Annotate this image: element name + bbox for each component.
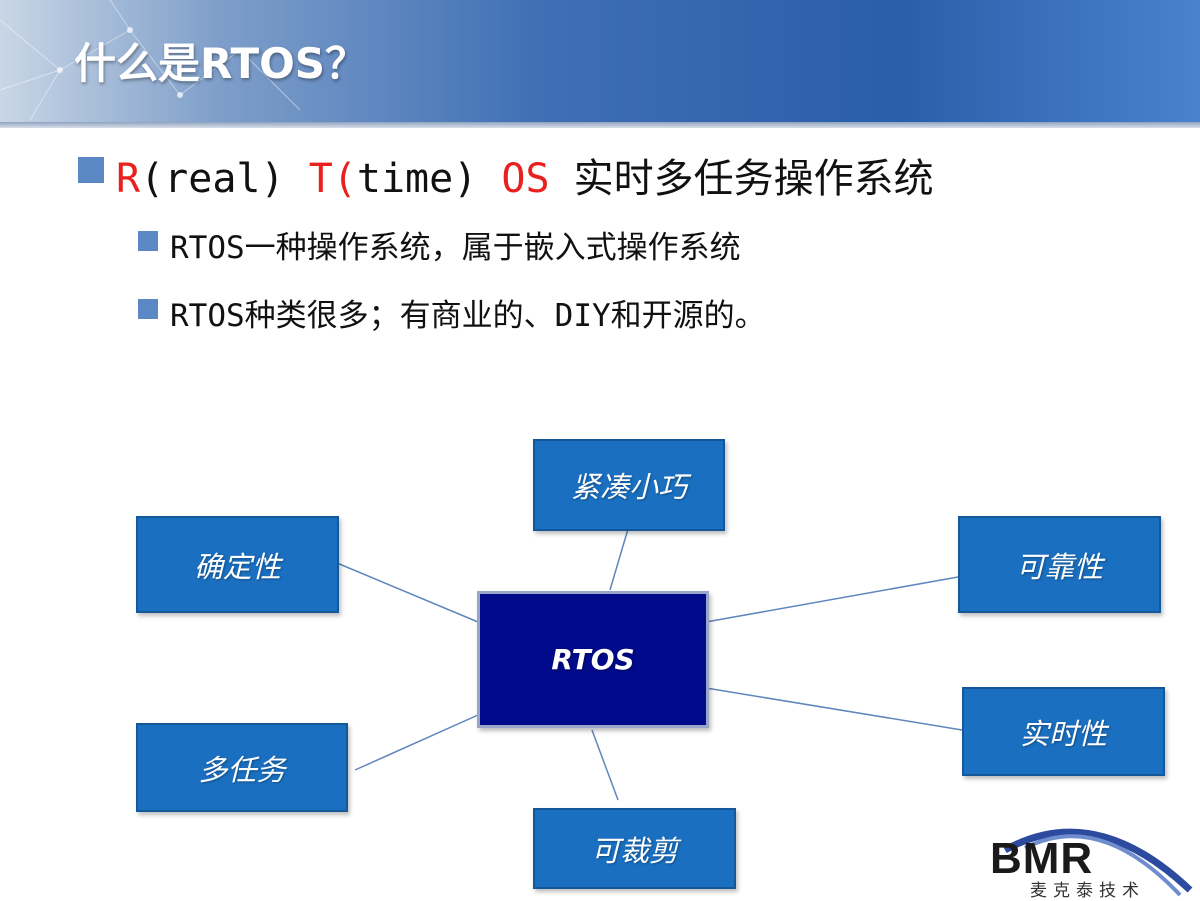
node-realtime: 实时性 xyxy=(962,687,1165,776)
node-multitask: 多任务 xyxy=(136,723,348,812)
bullet-square-icon xyxy=(138,231,158,251)
connector-right-bottom xyxy=(705,687,963,731)
network-background-graphic xyxy=(0,0,301,121)
logo-company-name: 麦克泰技术 xyxy=(1030,881,1145,901)
bullet-square-icon xyxy=(138,299,158,319)
word-real: (real) xyxy=(140,156,285,202)
letters-os: OS xyxy=(501,156,550,202)
header-divider xyxy=(0,122,1200,128)
logo-bmr: BMR xyxy=(990,834,1094,883)
letter-r: R xyxy=(116,156,141,202)
word-time: time) xyxy=(356,156,478,202)
connector-right-top xyxy=(705,576,959,623)
sub-bullet-2: RTOS种类很多；有商业的、DIY和开源的。 xyxy=(170,298,766,334)
node-rtos-center: RTOS xyxy=(477,591,709,728)
bullet-rtos-definition: R(real) T(time) OS 实时多任务操作系统 xyxy=(116,146,934,204)
sub-bullet-1: RTOS一种操作系统，属于嵌入式操作系统 xyxy=(170,230,741,266)
connector-top xyxy=(609,528,629,591)
node-compact: 紧凑小巧 xyxy=(533,439,725,531)
connector-left-bottom xyxy=(354,714,479,771)
definition-text: 实时多任务操作系统 xyxy=(573,156,934,202)
connector-left-top xyxy=(336,562,479,623)
slide-title: 什么是RTOS？ xyxy=(74,39,368,88)
paren: ( xyxy=(332,156,357,202)
node-tailorable: 可裁剪 xyxy=(533,808,736,889)
connector-bottom xyxy=(591,729,619,801)
bmr-logo-swoosh-icon xyxy=(1003,828,1193,897)
bullet-square-icon xyxy=(78,157,104,183)
letter-t: T xyxy=(308,156,333,202)
node-reliability: 可靠性 xyxy=(958,516,1161,613)
node-determinism: 确定性 xyxy=(136,516,339,613)
slide-header: 什么是RTOS？ xyxy=(0,0,1200,122)
